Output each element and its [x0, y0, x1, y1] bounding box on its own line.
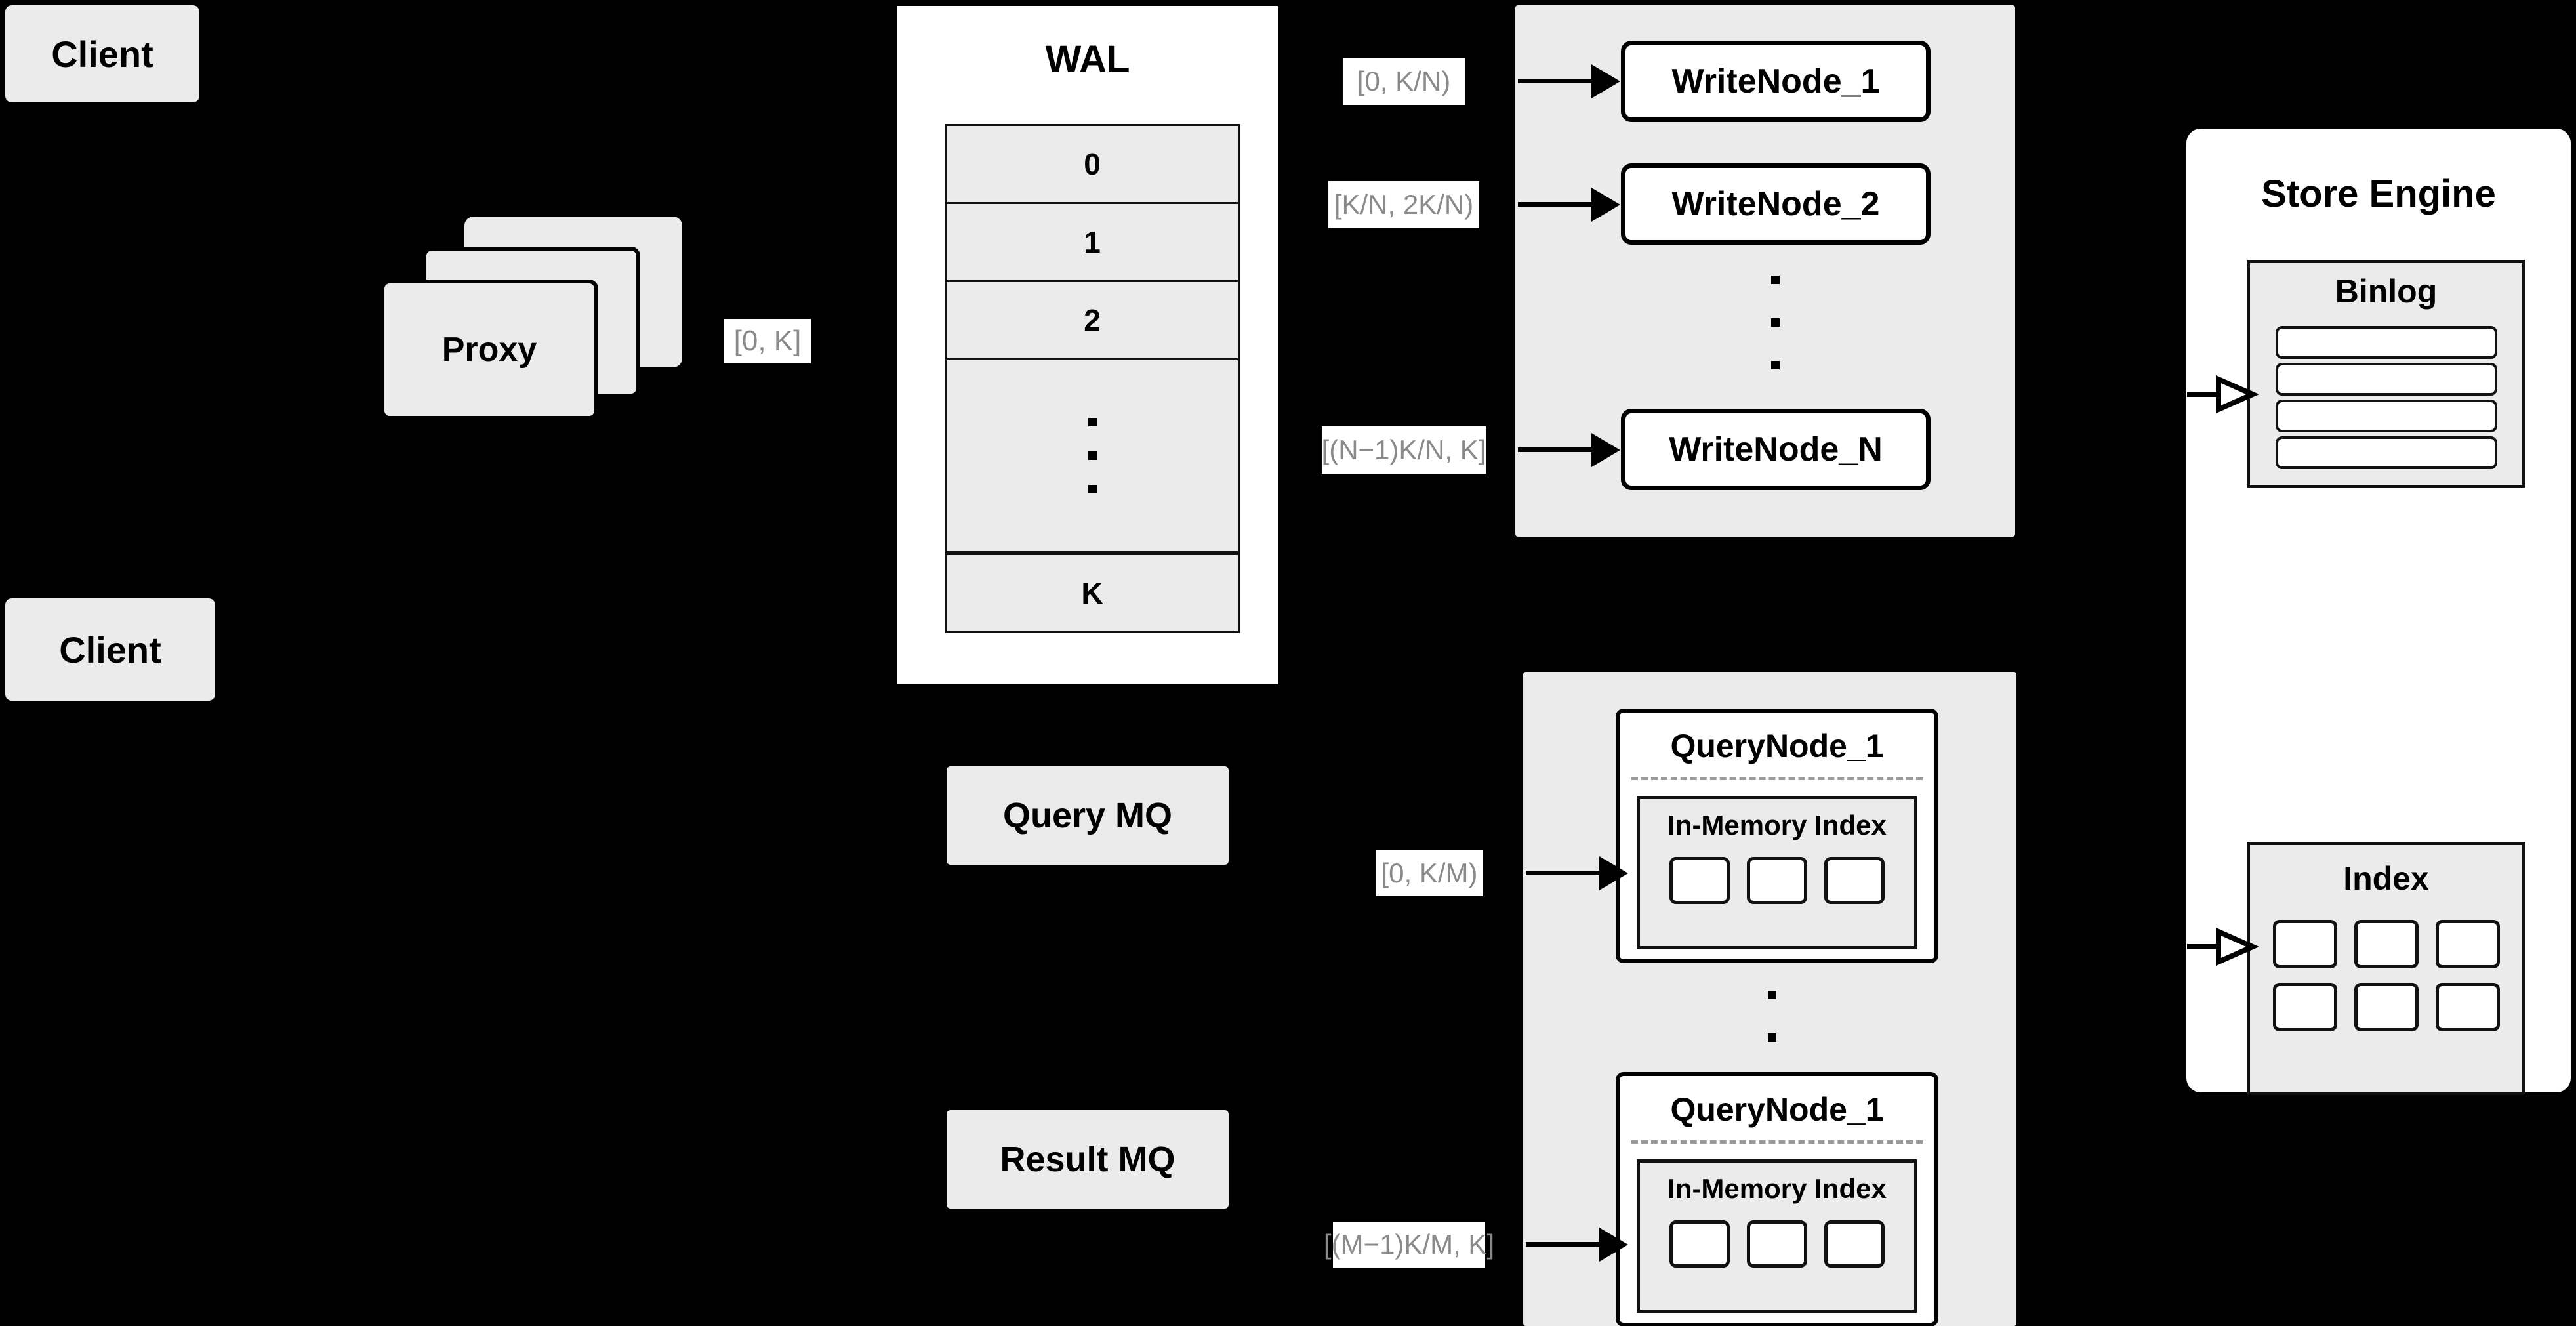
- store-engine-title: Store Engine: [2261, 173, 2496, 215]
- index-cell[interactable]: [2272, 983, 2337, 1031]
- wal-row-ellipsis: [947, 360, 1238, 553]
- query-node-1-index-title: In-Memory Index: [1667, 810, 1887, 840]
- proxy-card-front[interactable]: Proxy: [380, 280, 598, 420]
- query-node-1-divider: [1631, 777, 1923, 780]
- proxy-stack[interactable]: Proxy: [380, 217, 682, 433]
- edge-label-writenode-1-text: [0, K/N): [1357, 66, 1451, 96]
- edge-label-writenode-n-text: [(N−1)K/N, K]: [1321, 434, 1486, 465]
- arrow-line-querynode-1: [1526, 871, 1603, 875]
- edge-label-querynode-m: [(M−1)K/M, K]: [1324, 1222, 1494, 1268]
- query-node-2-title: QueryNode_1: [1670, 1091, 1884, 1128]
- edge-label-proxy-to-wal-text: [0, K]: [733, 325, 802, 357]
- wal-row-0-label: 0: [1084, 147, 1101, 181]
- query-mq-label: Query MQ: [1002, 796, 1173, 835]
- index-cell[interactable]: [2272, 920, 2337, 968]
- wal-row-0[interactable]: 0: [947, 126, 1238, 204]
- wal-ellipsis-dots: [1088, 418, 1097, 493]
- client-label-2: Client: [59, 629, 161, 671]
- query-node-2-index-box: In-Memory Index: [1637, 1159, 1917, 1313]
- wal-row-2[interactable]: 2: [947, 282, 1238, 360]
- arrow-line-writenode-n: [1518, 447, 1595, 452]
- edge-label-writenode-2-text: [K/N, 2K/N): [1334, 189, 1474, 220]
- wal-title: WAL: [1045, 38, 1130, 81]
- arrow-head-writenode-1: [1591, 64, 1620, 98]
- query-node-1-title: QueryNode_1: [1670, 728, 1884, 764]
- write-node-2[interactable]: WriteNode_2: [1621, 163, 1931, 245]
- client-label-1: Client: [51, 33, 153, 75]
- arrow-line-querynode-m: [1526, 1242, 1603, 1247]
- arrow-to-binlog: [2187, 375, 2259, 414]
- query-node-2-index-cells: [1640, 1220, 1914, 1268]
- arrow-line-writenode-1: [1518, 79, 1595, 83]
- edge-label-querynode-1: [0, K/M): [1376, 850, 1483, 896]
- result-mq-label: Result MQ: [1000, 1140, 1176, 1179]
- index-cell[interactable]: [2354, 920, 2419, 968]
- index-cell[interactable]: [1669, 1220, 1730, 1268]
- arrow-head-writenode-2: [1591, 188, 1620, 222]
- write-node-2-label: WriteNode_2: [1671, 185, 1880, 223]
- write-node-n-label: WriteNode_N: [1669, 430, 1883, 468]
- wal-row-k-label: K: [1081, 576, 1103, 610]
- arrow-head-querynode-1: [1599, 856, 1628, 890]
- write-node-1-label: WriteNode_1: [1671, 62, 1880, 100]
- client-box-1[interactable]: Client: [5, 5, 199, 102]
- index-cell[interactable]: [1824, 857, 1885, 904]
- store-engine-panel: Store Engine Binlog Index: [2186, 129, 2571, 1095]
- index-cell[interactable]: [1824, 1220, 1885, 1268]
- edge-label-writenode-1: [0, K/N): [1343, 58, 1465, 105]
- wal-row-1[interactable]: 1: [947, 204, 1238, 282]
- wal-row-k[interactable]: K: [947, 553, 1238, 631]
- binlog-row[interactable]: [2275, 326, 2497, 359]
- edge-label-querynode-1-text: [0, K/M): [1381, 858, 1478, 888]
- query-mq-box[interactable]: Query MQ: [947, 766, 1229, 865]
- proxy-label: Proxy: [441, 331, 537, 369]
- query-node-1-index-box: In-Memory Index: [1637, 796, 1917, 949]
- client-box-2[interactable]: Client: [5, 598, 215, 701]
- store-index-box: Index: [2247, 842, 2525, 1095]
- write-node-1[interactable]: WriteNode_1: [1621, 41, 1931, 122]
- index-cell[interactable]: [1747, 1220, 1807, 1268]
- query-node-2-index-title: In-Memory Index: [1667, 1173, 1887, 1204]
- binlog-rows: [2250, 326, 2522, 469]
- index-cell[interactable]: [1747, 857, 1807, 904]
- wal-row-1-label: 1: [1084, 225, 1101, 259]
- store-index-title: Index: [2343, 860, 2429, 897]
- wal-panel: WAL 0 1 2 K: [894, 3, 1281, 688]
- binlog-row[interactable]: [2275, 363, 2497, 396]
- index-cell[interactable]: [2435, 983, 2500, 1031]
- arrow-head-writenode-n: [1591, 433, 1620, 467]
- write-node-n[interactable]: WriteNode_N: [1621, 409, 1931, 490]
- binlog-title: Binlog: [2335, 273, 2438, 310]
- binlog-row[interactable]: [2275, 436, 2497, 469]
- arrow-line-writenode-2: [1518, 202, 1595, 207]
- arrow-to-index: [2187, 927, 2259, 966]
- result-mq-box[interactable]: Result MQ: [947, 1110, 1229, 1209]
- query-cluster-ellipsis: [1768, 991, 1776, 1085]
- index-cell[interactable]: [2435, 920, 2500, 968]
- index-row: [2272, 920, 2500, 968]
- write-cluster-ellipsis: [1771, 276, 1780, 369]
- binlog-box: Binlog: [2247, 260, 2525, 488]
- index-cell[interactable]: [2354, 983, 2419, 1031]
- binlog-row[interactable]: [2275, 400, 2497, 432]
- arrow-head-querynode-m: [1599, 1228, 1628, 1262]
- store-index-grid: [2250, 920, 2522, 1031]
- index-cell[interactable]: [1669, 857, 1730, 904]
- query-node-2-divider: [1631, 1140, 1923, 1144]
- wal-row-2-label: 2: [1084, 303, 1101, 337]
- wal-table: 0 1 2 K: [945, 124, 1240, 633]
- edge-label-writenode-n: [(N−1)K/N, K]: [1322, 426, 1486, 474]
- query-node-1[interactable]: QueryNode_1 In-Memory Index: [1616, 709, 1938, 963]
- query-node-1-index-cells: [1640, 857, 1914, 904]
- index-row: [2272, 983, 2500, 1031]
- edge-label-querynode-m-text: [(M−1)K/M, K]: [1323, 1229, 1495, 1260]
- query-node-2[interactable]: QueryNode_1 In-Memory Index: [1616, 1072, 1938, 1326]
- edge-label-proxy-to-wal: [0, K]: [724, 319, 811, 363]
- edge-label-writenode-2: [K/N, 2K/N): [1328, 181, 1479, 228]
